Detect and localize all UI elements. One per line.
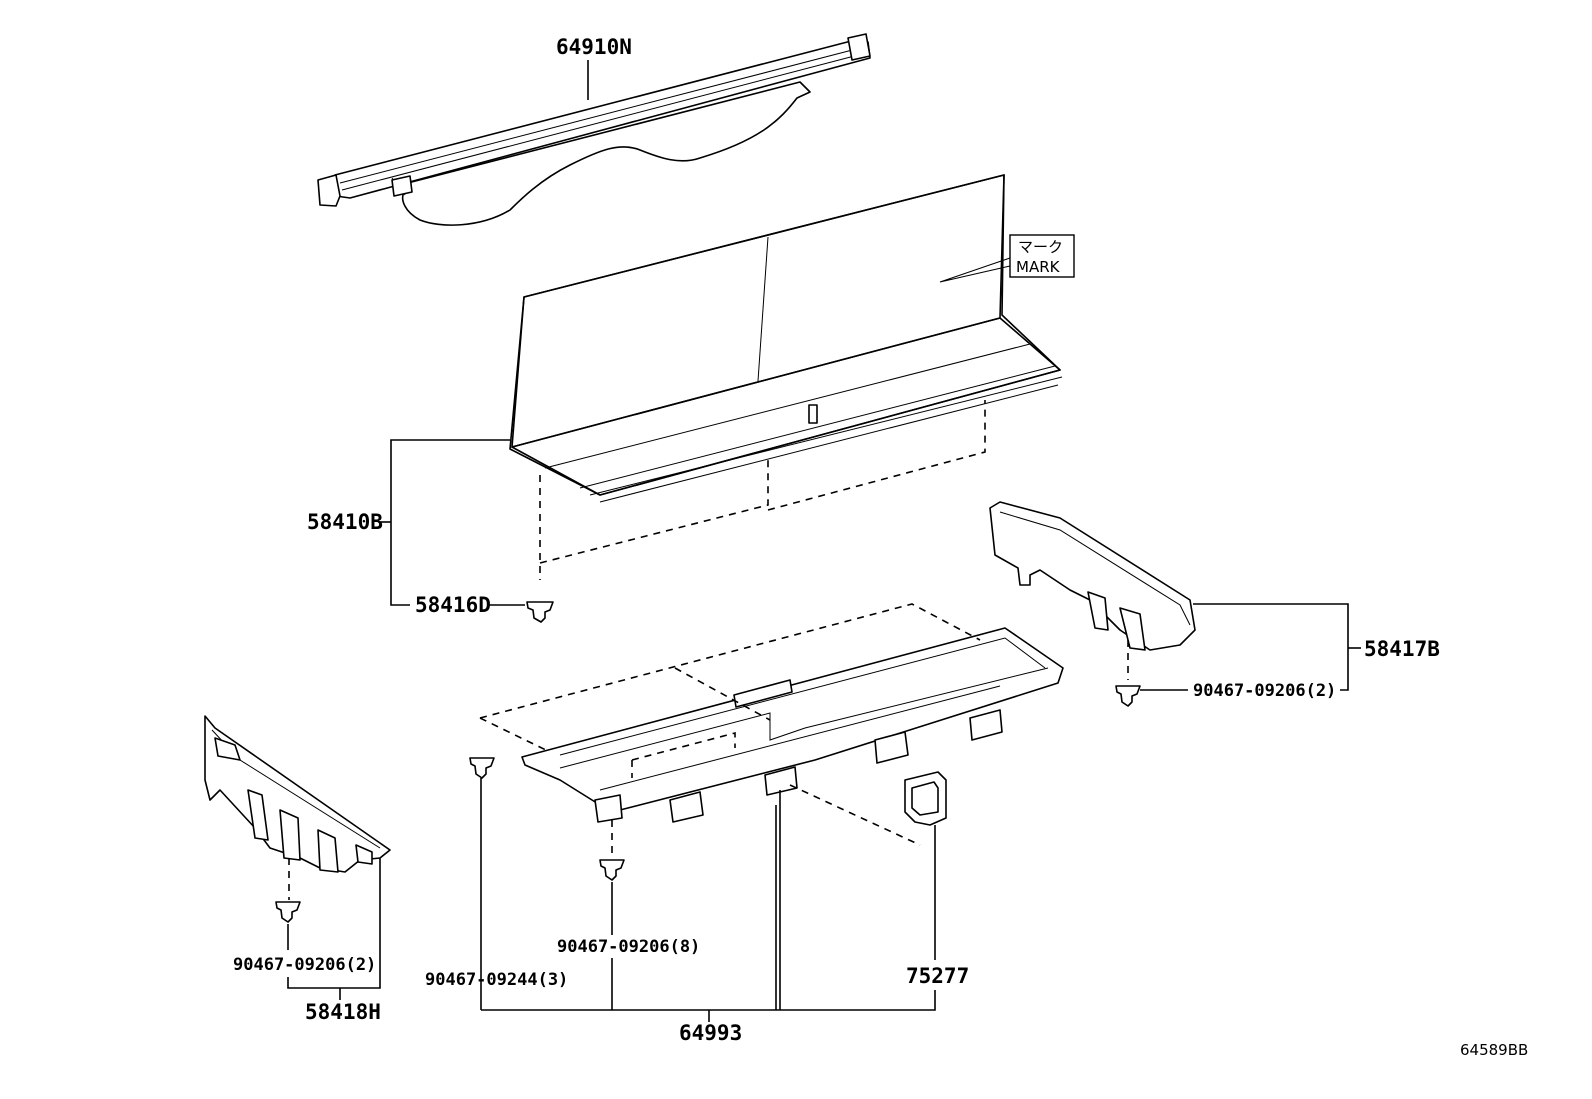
label-90467-09206-center: 90467-09206(8) [557, 937, 700, 957]
label-58410B: 58410B [307, 510, 383, 534]
label-64910N: 64910N [556, 35, 632, 59]
label-58418H: 58418H [305, 1000, 381, 1024]
label-75277: 75277 [906, 964, 969, 988]
label-90467-09244: 90467-09244(3) [425, 970, 568, 990]
clip-90467-09206-left [275, 901, 301, 923]
hook-75277 [904, 771, 947, 826]
left-bracket-part [204, 715, 391, 873]
clip-90467-09206-right [1115, 685, 1141, 707]
mark-callout: マーク MARK [939, 234, 1075, 283]
clip-90467-09206-center [599, 859, 625, 881]
diagram-code: 64589BB [1460, 1041, 1528, 1059]
floor-tray-part [521, 627, 1064, 823]
label-58417B: 58417B [1364, 637, 1440, 661]
label-58416D: 58416D [415, 593, 491, 617]
leader-58410B [390, 439, 510, 606]
mark-label-en: MARK [1016, 258, 1061, 276]
leader-64993 [481, 990, 936, 1011]
mark-label-jp: マーク [1018, 238, 1063, 256]
deck-board-part [509, 174, 1063, 503]
clip-58416D [526, 601, 554, 623]
clip-90467-09244 [469, 757, 495, 779]
leader-58417B [1193, 603, 1349, 691]
right-bracket-part [989, 501, 1196, 651]
tonneau-cover-part [317, 33, 871, 226]
label-90467-09206-left: 90467-09206(2) [233, 955, 376, 975]
label-64993: 64993 [679, 1021, 742, 1045]
leader-58418H [287, 858, 381, 989]
label-90467-09206-right: 90467-09206(2) [1193, 681, 1336, 701]
